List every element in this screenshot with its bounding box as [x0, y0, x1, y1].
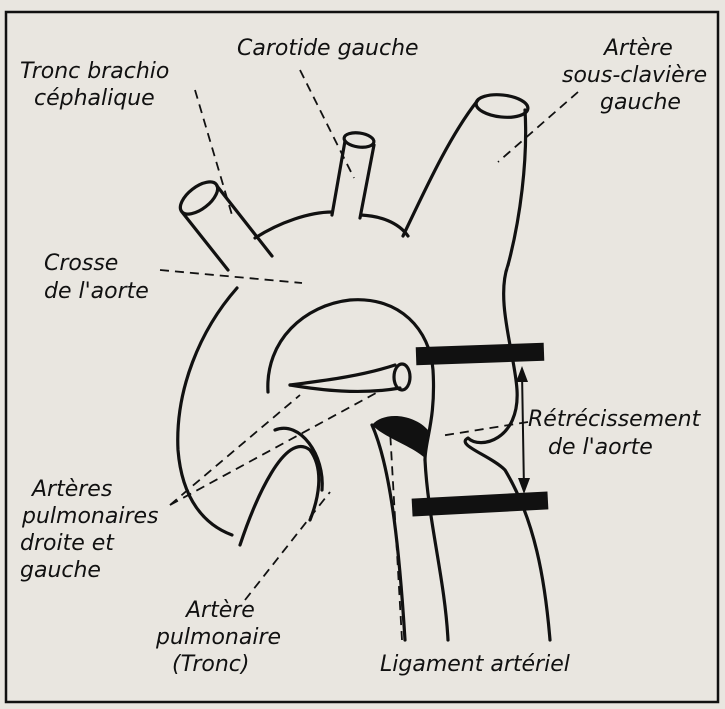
- sous-claviere-opening: [475, 92, 529, 119]
- leader-pulm-tronc: [245, 492, 330, 600]
- tronc-brachio-vessel: [182, 212, 228, 270]
- label-crosse-2: de l'aorte: [44, 279, 149, 304]
- carotide-vessel-left: [332, 141, 345, 215]
- aortic-arch-top-2: [361, 215, 408, 236]
- arrow-head-bottom: [518, 478, 530, 494]
- sous-claviere-right: [508, 110, 526, 265]
- label-retrecissement-1: Rétrécissement: [528, 407, 702, 432]
- label-ligament: Ligament artériel: [380, 652, 570, 677]
- leader-ligament: [390, 430, 402, 640]
- tronc-brachio-vessel-2: [217, 186, 272, 256]
- figure-border: [6, 12, 718, 702]
- label-sous-claviere-1: Artère: [602, 36, 673, 61]
- leader-crosse: [160, 270, 302, 283]
- sous-claviere-left: [403, 100, 478, 236]
- label-pulm-tronc-2: pulmonaire: [155, 625, 281, 650]
- carotide-opening: [343, 131, 375, 149]
- label-tronc-brachio-2: céphalique: [34, 86, 155, 111]
- label-pulm-tronc-1: Artère: [184, 598, 255, 623]
- descending-aorta-left: [425, 460, 448, 640]
- pulmonary-opening: [394, 364, 410, 390]
- pulmonary-arteries-2: [290, 385, 400, 391]
- descending-aorta-right: [465, 265, 550, 640]
- tronc-brachio-opening: [175, 176, 223, 220]
- label-pulm-dg-2: pulmonaires: [21, 504, 159, 529]
- label-pulm-dg-1: Artères: [30, 477, 112, 502]
- pulmonary-arteries: [290, 365, 395, 385]
- constriction-bar-top: [416, 343, 545, 365]
- label-sous-claviere-3: gauche: [600, 90, 681, 115]
- label-pulm-dg-4: gauche: [20, 558, 101, 583]
- label-carotide: Carotide gauche: [237, 36, 419, 61]
- constriction-arrow-line: [522, 372, 524, 490]
- carotide-vessel-right: [360, 145, 374, 218]
- label-crosse-1: Crosse: [44, 251, 118, 276]
- label-tronc-brachio-1: Tronc brachio: [20, 59, 169, 84]
- constriction-bar-bottom: [412, 491, 549, 516]
- leader-retrecissement: [440, 422, 528, 436]
- aortic-arch-outer: [178, 288, 237, 535]
- label-retrecissement-2: de l'aorte: [548, 435, 653, 460]
- label-sous-claviere-2: sous-clavière: [562, 63, 707, 88]
- label-pulm-dg-3: droite et: [20, 531, 115, 556]
- leader-pulm-droite: [170, 395, 300, 505]
- leader-pulm-gauche: [170, 393, 376, 505]
- arrow-head-top: [516, 366, 528, 382]
- leader-sous-claviere: [498, 92, 578, 162]
- leader-carotide: [300, 70, 354, 178]
- aortic-arch-top: [255, 212, 332, 238]
- label-pulm-tronc-3: (Tronc): [172, 652, 249, 677]
- aorta-drawing: [175, 92, 550, 640]
